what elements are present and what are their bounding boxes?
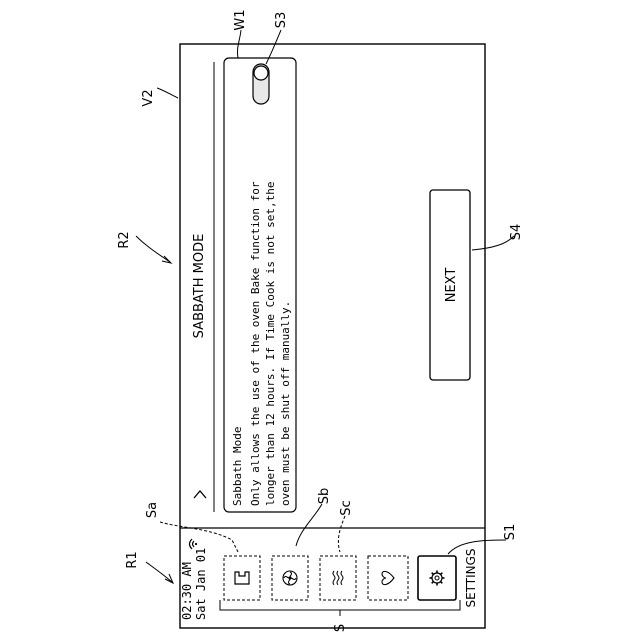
- next-button-label: NEXT: [444, 268, 459, 303]
- back-button[interactable]: [194, 491, 206, 498]
- ref-r2: R2: [117, 231, 132, 248]
- ref-sc: Sc: [339, 500, 354, 515]
- chevron-left-icon: [194, 491, 206, 498]
- wifi-icon: [190, 539, 198, 549]
- clock-time: 02:30 AM: [180, 562, 194, 620]
- card-line-3: oven must be shut off manually.: [279, 301, 292, 506]
- clock-date: Sat Jan 01: [194, 548, 208, 620]
- shortcut-tray-bracket: [220, 600, 460, 610]
- leader-r2: [136, 236, 170, 262]
- ref-s1: S1: [503, 524, 518, 541]
- settings-label: SETTINGS: [464, 548, 478, 607]
- shortcut-steam-button[interactable]: [320, 556, 356, 600]
- shortcut-favorites-button[interactable]: [368, 556, 408, 600]
- leader-s4: [472, 236, 514, 250]
- settings-button[interactable]: [418, 556, 456, 600]
- leader-sc: [338, 516, 345, 552]
- shortcut-convection-button[interactable]: [272, 556, 308, 600]
- gear-icon: [430, 571, 445, 586]
- ref-sb: Sb: [317, 488, 332, 505]
- heart-icon: [382, 571, 394, 584]
- oven-icon: [235, 572, 249, 584]
- ref-sa: Sa: [145, 502, 160, 518]
- leader-r1: [146, 562, 172, 582]
- leader-s3: [266, 30, 281, 64]
- next-button[interactable]: NEXT: [430, 190, 470, 380]
- ref-s3: S3: [274, 12, 289, 29]
- toggle-knob: [254, 66, 268, 80]
- card-line-1: Only allows the use of the oven Bake fun…: [249, 181, 262, 506]
- leader-sb: [296, 504, 322, 546]
- screen-title: SABBATH MODE: [192, 234, 207, 339]
- screen-frame: [180, 44, 485, 628]
- convection-fan-icon: [283, 571, 297, 585]
- leader-v2: [157, 88, 178, 98]
- ref-v2: V2: [141, 89, 156, 106]
- ref-s: S: [333, 624, 348, 632]
- card-line-2: longer than 12 hours. If Time Cook is no…: [264, 181, 277, 506]
- ref-w1: W1: [233, 9, 248, 30]
- shortcut-oven-button[interactable]: [224, 556, 260, 600]
- card-title: Sabbath Mode: [231, 427, 244, 506]
- ref-r1: R1: [125, 551, 140, 568]
- leader-sa: [160, 522, 238, 552]
- sabbath-toggle[interactable]: [253, 64, 269, 104]
- steam-waves-icon: [333, 571, 343, 585]
- ref-s4: S4: [509, 224, 524, 241]
